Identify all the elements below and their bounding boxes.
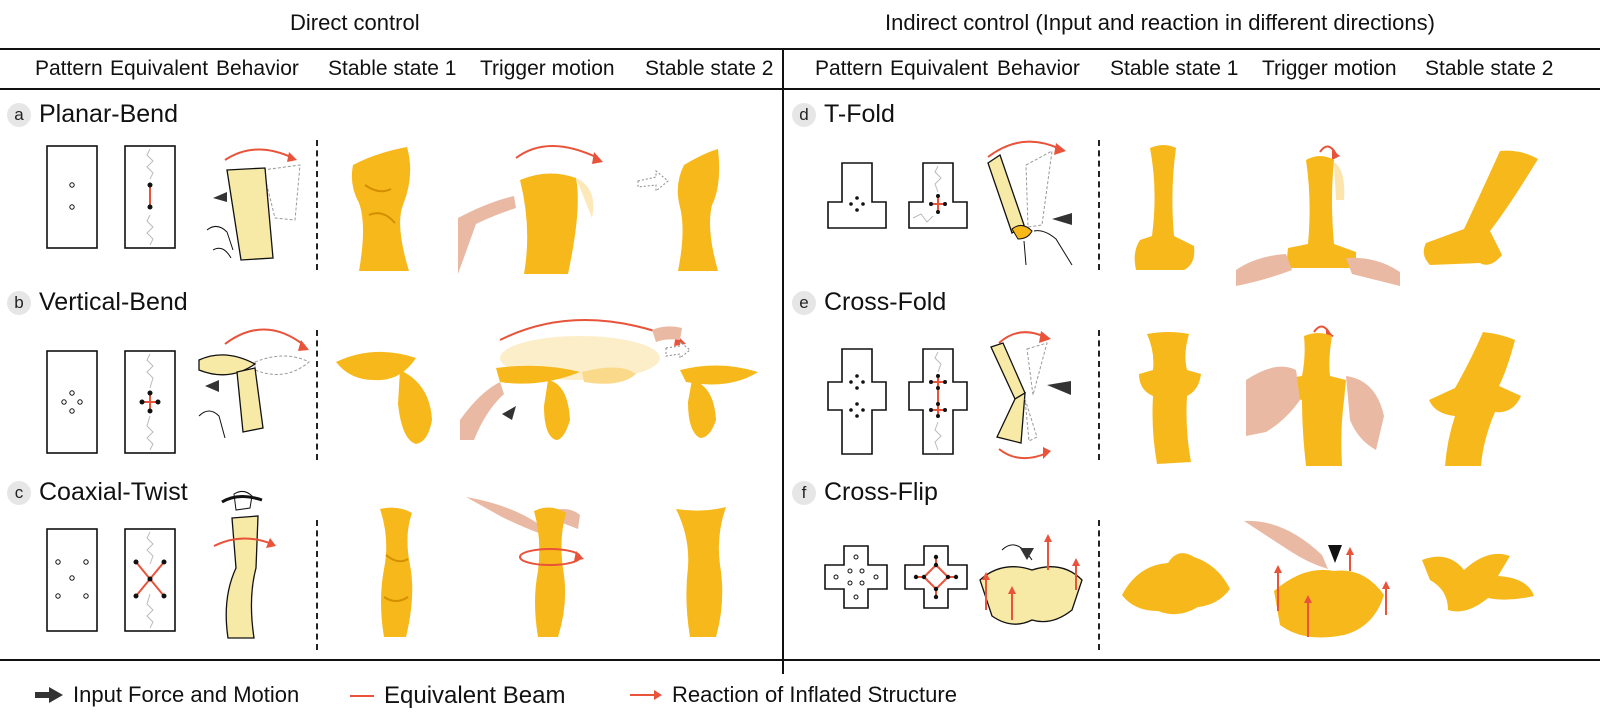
trigger-motion-photo [466,497,584,637]
dashed-separator [316,140,318,270]
pattern-diagram [46,350,98,454]
col-stable2-direct: Stable state 2 [645,57,774,80]
col-stable1-direct: Stable state 1 [328,57,457,80]
legend-reaction: Reaction of Inflated Structure [630,682,957,708]
top-rule [0,48,1600,50]
behavior-sketch [979,534,1083,625]
bottom-rule [0,659,1600,661]
row-label-b: b Vertical-Bend [7,288,188,317]
dashed-separator [1098,140,1100,270]
direct-control-title: Direct control [290,10,420,35]
header-rule [0,88,1600,90]
row-letter: e [792,290,816,315]
pattern-diagram [827,162,887,229]
stable-state-2-photo [637,149,720,271]
row-letter: f [792,480,816,505]
col-pattern-direct: Pattern [35,57,103,80]
reaction-arrow-icon [630,690,662,700]
pattern-diagram [46,145,98,249]
dashed-separator [316,330,318,460]
row-label-f: f Cross-Flip [792,478,938,507]
row-name: T-Fold [824,100,895,128]
pattern-diagram [46,528,98,632]
col-stable1-indirect: Stable state 1 [1110,57,1239,80]
stable-state-1-photo [380,507,413,637]
row-name: Vertical-Bend [39,288,188,316]
legend-input-label: Input Force and Motion [73,682,300,707]
stable-state-2-photo [1423,150,1538,265]
input-arrow-icon [35,687,63,703]
row-name: Cross-Fold [824,288,947,316]
stable-state-2-photo [1429,332,1521,466]
trigger-motion-photo [460,319,758,440]
equivalent-beam-diagram [908,348,968,455]
equivalent-beam-diagram [904,545,968,609]
stable-state-2-photo [1422,553,1534,612]
dashed-separator [316,520,318,650]
legend-equivalent-beam: Equivalent Beam [350,682,565,710]
equivalent-beam-diagram [124,528,176,632]
row-label-c: c Coaxial-Twist [7,478,188,507]
col-trigger-indirect: Trigger motion [1262,57,1397,80]
behavior-sketch [213,490,276,639]
col-pattern-indirect: Pattern [815,57,883,80]
row-name: Coaxial-Twist [39,478,188,506]
stable-state-1-photo [351,147,411,271]
dashed-separator [1098,520,1100,650]
dashed-separator [1098,330,1100,460]
pattern-diagram [824,545,888,609]
trigger-motion-photo [1236,145,1400,286]
row-label-a: a Planar-Bend [7,100,178,129]
col-trigger-direct: Trigger motion [480,57,615,80]
col-equivalent-indirect: Equivalent [890,57,989,80]
indirect-control-title: Indirect control (Input and reaction in … [885,10,1435,35]
row-letter: b [7,290,31,315]
row-letter: c [7,480,31,505]
beam-line-icon [350,695,374,697]
stable-state-1-photo [1134,145,1195,270]
col-equivalent-direct: Equivalent [110,57,209,80]
col-stable2-indirect: Stable state 2 [1425,57,1554,80]
legend-beam-label: Equivalent Beam [384,682,566,709]
equivalent-beam-diagram [124,350,176,454]
legend-input-force: Input Force and Motion [35,682,299,708]
pattern-diagram [827,348,887,455]
col-behavior-indirect: Behavior [997,57,1080,80]
section-divider [782,49,784,674]
behavior-sketch [198,328,310,439]
row-letter: a [7,102,31,127]
trigger-motion-photo [1244,520,1390,638]
row-letter: d [792,102,816,127]
stable-state-1-photo [1122,553,1230,615]
stable-state-1-photo [1139,332,1201,464]
row-name: Planar-Bend [39,100,178,128]
behavior-sketch [987,140,1073,266]
stable-state-1-photo [336,351,432,444]
equivalent-beam-diagram [908,162,968,229]
behavior-sketch [990,331,1071,460]
stable-state-2-photo [676,507,726,637]
equivalent-beam-diagram [124,145,176,249]
trigger-motion-photo [1246,325,1384,466]
behavior-sketch [206,148,301,261]
col-behavior-direct: Behavior [216,57,299,80]
row-name: Cross-Flip [824,478,938,506]
row-label-e: e Cross-Fold [792,288,946,317]
legend-reaction-label: Reaction of Inflated Structure [672,682,957,707]
row-label-d: d T-Fold [792,100,895,129]
trigger-motion-photo [458,145,603,274]
